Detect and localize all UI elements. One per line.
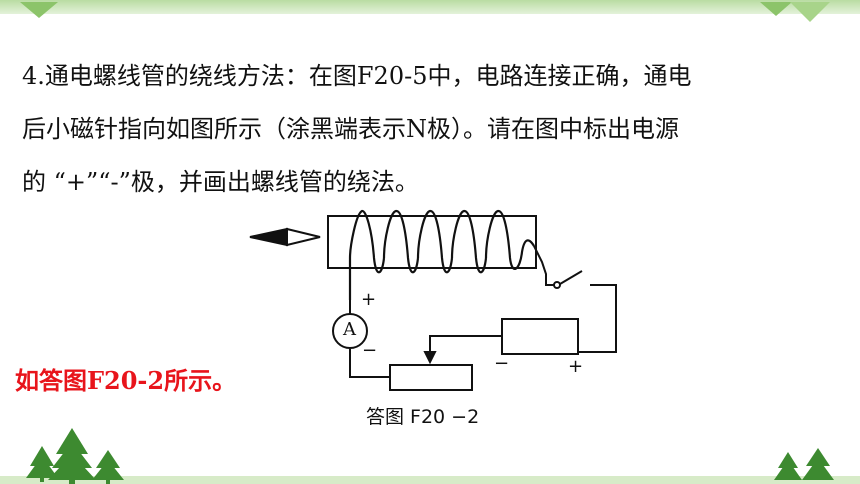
ammeter bbox=[332, 313, 368, 349]
solenoid-coil bbox=[348, 209, 535, 300]
ammeter-label: A bbox=[343, 319, 356, 340]
wire-coil-to-switch bbox=[533, 245, 554, 286]
bottom-tree-decor bbox=[0, 428, 860, 484]
pine-tree-icon bbox=[26, 446, 58, 482]
compass-needle-north bbox=[249, 227, 288, 247]
solenoid-body bbox=[327, 215, 537, 269]
switch-blade bbox=[559, 270, 583, 285]
answer-text: 如答图F20-2所示。 bbox=[15, 366, 237, 395]
wire-rheostat-to-ammeter bbox=[349, 349, 390, 378]
source-plus-label: + bbox=[568, 356, 584, 377]
rheostat bbox=[389, 364, 473, 391]
question-line-2: 后小磁针指向如图所示（涂黑端表示N极）。请在图中标出电源 bbox=[22, 115, 679, 143]
green-triangle-icon bbox=[20, 2, 58, 18]
figure-caption: 答图 F20 −2 bbox=[366, 406, 480, 428]
switch-contact bbox=[553, 281, 561, 289]
question-text: 4.通电螺线管的绕线方法：在图F20-5中，电路连接正确，通电 后小磁针指向如图… bbox=[22, 50, 842, 209]
question-line-3: 的 “+”“-”极，并画出螺线管的绕法。 bbox=[22, 168, 419, 196]
pine-tree-icon bbox=[92, 450, 124, 484]
pine-tree-icon bbox=[802, 448, 834, 480]
question-line-1: 4.通电螺线管的绕线方法：在图F20-5中，电路连接正确，通电 bbox=[22, 62, 692, 90]
pine-tree-icon bbox=[774, 452, 802, 480]
top-triangle-decor bbox=[20, 2, 830, 22]
compass-needle-south bbox=[286, 227, 321, 247]
green-triangle-icon bbox=[790, 2, 830, 22]
ammeter-minus-label: − bbox=[362, 340, 378, 361]
rheostat-slider-arrow bbox=[423, 351, 437, 365]
top-decor-band bbox=[0, 0, 860, 14]
source-minus-label: − bbox=[494, 353, 510, 374]
green-triangle-icon bbox=[760, 2, 792, 16]
pine-tree-icon bbox=[48, 428, 96, 484]
ammeter-plus-label: + bbox=[361, 289, 377, 310]
power-source bbox=[501, 318, 579, 355]
wire-switch-to-source bbox=[578, 284, 617, 353]
grass-strip bbox=[0, 476, 860, 484]
wire-source-to-rheostat bbox=[429, 335, 502, 352]
